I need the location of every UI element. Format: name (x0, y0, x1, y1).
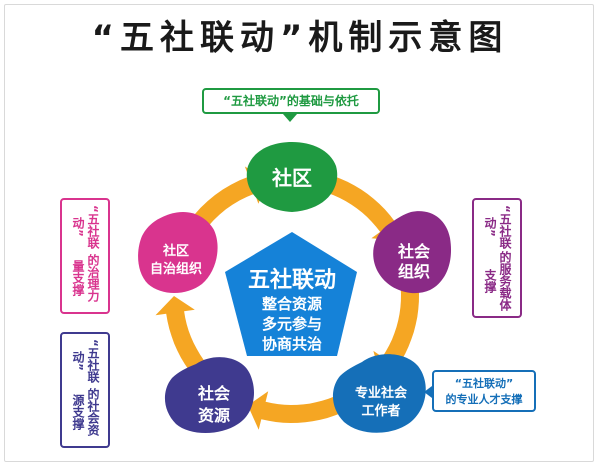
callout-foundation-pointer (283, 114, 297, 122)
center-line: 多元参与 (261, 315, 322, 333)
node-shehui-ziyuan-label-line: 资源 (197, 406, 230, 425)
node-zhuanye-label-line: 工作者 (361, 404, 401, 419)
node-shequ-zizhi-shape (138, 211, 218, 293)
node-shequ-label: 社区 (272, 166, 312, 190)
cycle-arrow (314, 171, 404, 241)
node-shequ-shape (246, 142, 338, 212)
node-shequ-zizhi-label-line: 社区 (162, 244, 189, 259)
callout-line: “五社联动” (71, 204, 100, 249)
node-shehui-zuzhi-label-line: 社会 (397, 242, 430, 261)
callout-resource-support: “五社联动” 的社会资源支撑 (60, 332, 110, 448)
center-pentagon (225, 232, 357, 356)
callout-talent-support-pointer (424, 386, 432, 398)
center-line: 整合资源 (261, 295, 322, 313)
node-zhuanye-shape (332, 354, 426, 433)
callout-line: 的服务载体支撑 (483, 251, 512, 312)
callout-line: 的社会资源支撑 (71, 388, 100, 437)
callout-line: “五社联动” (483, 205, 512, 250)
node-shehui-ziyuan-shape (164, 357, 254, 433)
callout-governance-support: “五社联动” 的治理力量支撑 (60, 198, 110, 314)
node-zhuanye-label-line: 专业社会 (354, 386, 407, 401)
node-shehui-ziyuan-label-line: 社会 (197, 384, 230, 403)
diagram-frame (4, 4, 594, 462)
callout-foundation: “五社联动”的基础与依托 (202, 88, 380, 114)
node-shehui-zuzhi-label-line: 组织 (397, 262, 430, 281)
node-shequ-zizhi-label-line: 自治组织 (149, 262, 202, 277)
callout-service-support: “五社联动” 的服务载体支撑 (472, 198, 522, 318)
page-title: “五社联动”机制示意图 (91, 18, 509, 58)
node-shehui-zuzhi-shape (373, 211, 452, 294)
callout-line: “五社联动” (454, 377, 514, 390)
cycle-arrow (247, 391, 348, 430)
callout-line: 的治理力量支撑 (71, 254, 100, 303)
callout-talent-support: “五社联动” 的专业人才支撑 (432, 370, 536, 412)
callout-line: 的专业人才支撑 (445, 393, 523, 406)
center-title: 五社联动 (247, 268, 336, 293)
cycle-arrow (373, 278, 419, 375)
center-line: 协商共治 (261, 335, 322, 353)
callout-line: “五社联动” (71, 338, 100, 383)
